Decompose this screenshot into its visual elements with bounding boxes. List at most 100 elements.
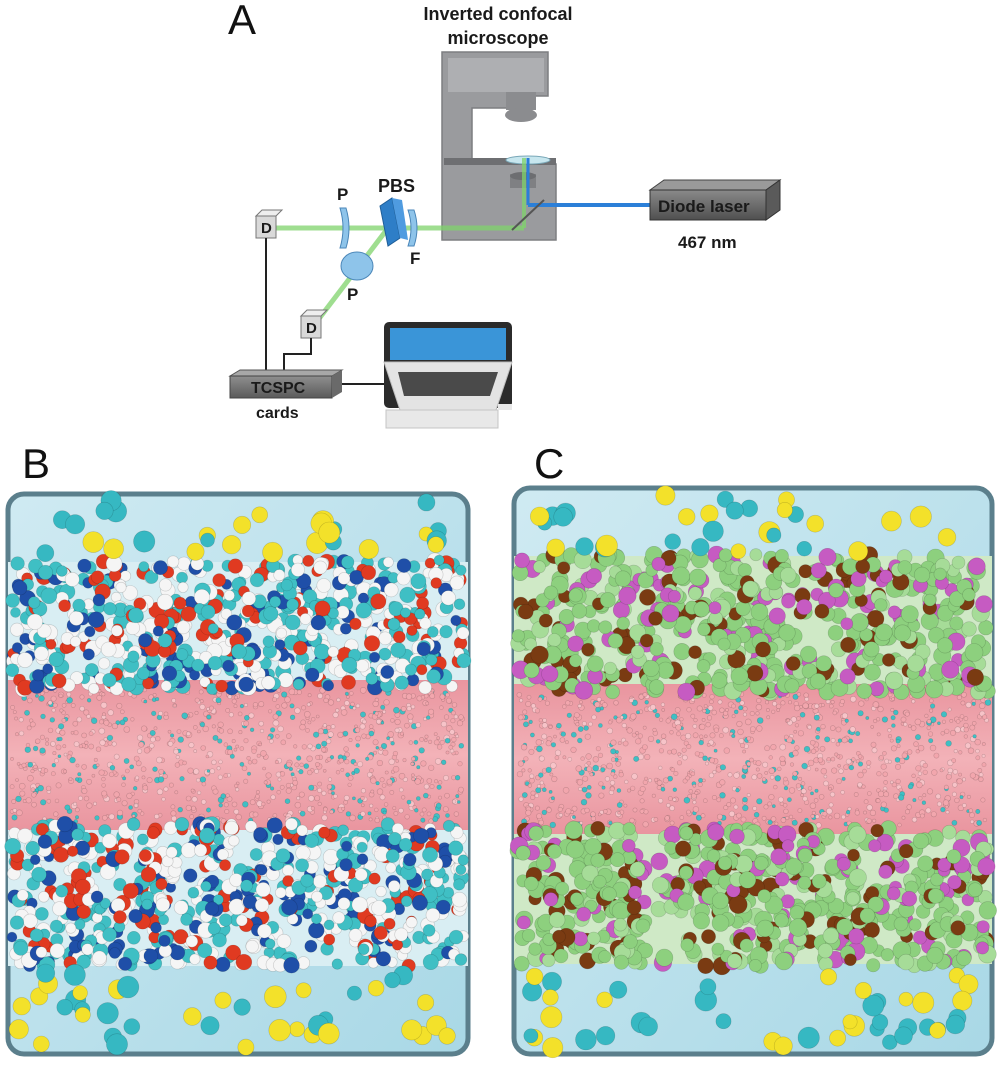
tail-atom (792, 693, 799, 700)
headgroup-atom (4, 837, 21, 855)
tail-atom (709, 694, 715, 700)
tail-atom (576, 779, 584, 786)
tail-atom (716, 797, 722, 803)
headgroup-atom (110, 897, 126, 913)
tail-atom (642, 744, 648, 750)
tail-atom (969, 724, 976, 731)
tail-atom (394, 727, 400, 733)
tail-atom (954, 726, 961, 733)
tail-atom (368, 730, 375, 737)
tail-atom (766, 715, 771, 720)
tail-atom (845, 758, 852, 765)
tail-atom (815, 814, 820, 819)
headgroup-atom (51, 673, 67, 689)
tail-atom (610, 771, 616, 777)
tail-atom (108, 771, 115, 778)
tail-atom (814, 703, 820, 709)
tail-atom (847, 806, 852, 811)
tail-atom (821, 703, 825, 708)
lipid-atom (881, 653, 896, 667)
ion-atom (542, 1037, 564, 1059)
headgroup-atom (348, 928, 363, 942)
tail-atom (629, 713, 637, 720)
tail-atom (536, 784, 541, 789)
tail-atom (670, 713, 678, 721)
tail-atom (890, 707, 895, 712)
tail-atom (91, 773, 96, 778)
lipid-atom (855, 559, 871, 574)
tail-atom (538, 718, 543, 723)
tail-atom (706, 742, 711, 747)
tail-atom (906, 804, 912, 810)
tail-atom (116, 702, 123, 709)
lipid-atom (629, 861, 646, 878)
lipid-atom (774, 871, 790, 887)
tail-atom (418, 747, 425, 754)
tail-atom (368, 817, 373, 822)
tail-atom (575, 765, 583, 772)
lipid-atom (839, 668, 856, 685)
tail-atom (692, 783, 697, 788)
tail-atom (265, 772, 272, 779)
tail-atom (369, 768, 374, 773)
ion-atom (716, 490, 734, 508)
tail-atom (975, 748, 980, 754)
tail-atom (554, 755, 560, 761)
tail-atom (286, 761, 292, 768)
tail-atom (639, 785, 646, 792)
tail-atom (381, 783, 387, 788)
headgroup-atom (275, 848, 291, 864)
ion-atom (848, 541, 869, 562)
tail-atom (898, 787, 903, 792)
tail-atom (16, 809, 23, 817)
tail-atom (828, 815, 833, 820)
headgroup-atom (290, 562, 305, 577)
tail-atom (456, 720, 464, 727)
tail-atom (199, 699, 204, 704)
tail-atom (700, 813, 706, 819)
tail-atom (921, 800, 927, 805)
lipid-atom (528, 825, 544, 842)
tail-atom (857, 782, 863, 788)
tail-atom (581, 721, 587, 726)
tail-atom (726, 802, 732, 808)
headgroup-atom (421, 868, 434, 881)
tail-atom (190, 788, 195, 793)
tail-atom (387, 731, 395, 738)
headgroup-atom (71, 828, 84, 841)
tail-atom (911, 816, 918, 823)
tail-atom (285, 787, 292, 794)
pbs-label: PBS (378, 176, 415, 196)
tail-atom (978, 702, 986, 709)
tail-atom (434, 779, 439, 784)
tail-atom (657, 798, 664, 804)
tail-atom (216, 766, 221, 771)
tail-atom (389, 790, 395, 795)
tail-atom (672, 787, 677, 792)
lipid-atom (874, 598, 888, 612)
tail-atom (917, 744, 925, 752)
tail-atom (450, 741, 456, 747)
tail-atom (655, 739, 661, 744)
tail-atom (193, 725, 198, 730)
tail-atom (247, 771, 252, 776)
ion-atom (183, 1007, 202, 1026)
tail-atom (595, 746, 601, 752)
tail-atom (877, 790, 885, 798)
tail-atom (897, 822, 902, 828)
tail-atom (922, 762, 928, 769)
dichroic-mirror (511, 199, 545, 231)
headgroup-atom (453, 598, 466, 610)
ion-atom (438, 1027, 456, 1045)
tail-atom (135, 775, 140, 780)
tail-atom (119, 719, 126, 726)
tcspc-label-line1: TCSPC (251, 380, 306, 397)
laptop-screen (390, 328, 506, 360)
tail-atom (784, 815, 790, 821)
laptop-hinge (498, 404, 512, 410)
tail-atom (360, 788, 366, 794)
tail-atom (599, 706, 605, 711)
headgroup-atom (375, 885, 387, 898)
tail-atom (26, 697, 33, 704)
tail-atom (10, 705, 15, 710)
